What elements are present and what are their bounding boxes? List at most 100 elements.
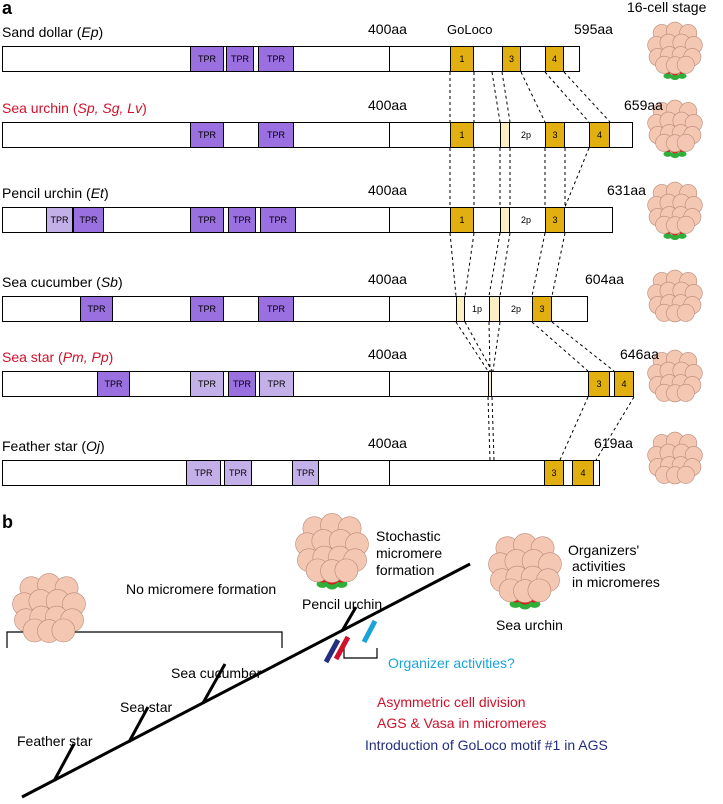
tpr-domain: TPR — [260, 207, 296, 233]
stochastic-label: Stochastic micromere formation — [376, 528, 442, 579]
sea-urchin-label: Sea urchin — [496, 617, 563, 633]
species-label-part: ) — [108, 349, 114, 365]
tpr-domain: TPR — [226, 46, 254, 72]
stochastic-line-2: micromere — [376, 545, 443, 561]
goloco-motif: 1 — [450, 46, 474, 72]
mark-goloco-intro — [323, 638, 341, 664]
species-label-part: Sea star ( — [2, 349, 63, 365]
embryo-cell — [527, 578, 552, 603]
tpr-domain: TPR — [186, 460, 221, 486]
position-400aa-label: 400aa — [368, 435, 407, 451]
organizers-label: Organizers' activities in micromeres — [568, 542, 660, 590]
position-400aa-tick — [389, 207, 390, 233]
micromere-green — [670, 152, 680, 159]
micromere-green — [670, 234, 680, 241]
goloco-label: GoLoco — [447, 22, 493, 37]
species-label: Sea urchin (Sp, Sg, Lv) — [2, 101, 147, 116]
species-label-part: ) — [142, 100, 147, 116]
embryo-cell — [676, 55, 695, 74]
branch-feather-star — [52, 743, 76, 782]
sea-cucumber-label: Sea cucumber — [171, 665, 262, 681]
tpr-domain: TPR — [190, 122, 224, 148]
embryo-no-micromere — [12, 573, 86, 643]
alignment-dashed-line — [551, 321, 615, 372]
embryo-cell — [334, 558, 359, 583]
protein-bar — [2, 371, 627, 397]
goloco-intro-label: Introduction of GoLoco motif #1 in AGS — [365, 737, 608, 753]
branch-sea-star — [127, 706, 150, 743]
embryo-cell — [676, 133, 695, 152]
alignment-dashed-line — [559, 396, 589, 461]
species-label-part: Sp, Sg, Lv — [77, 100, 143, 116]
goloco-motif: 3 — [545, 122, 565, 148]
species-label: Sea cucumber (Sb) — [2, 275, 123, 290]
micromere-green — [677, 73, 687, 79]
alignment-dashed-line — [544, 71, 590, 123]
position-400aa-tick — [389, 371, 390, 397]
alignment-dashed-line — [520, 71, 546, 123]
micromere-green — [670, 74, 680, 81]
tpr-domain: TPR — [228, 371, 256, 397]
alignment-dashed-line — [449, 232, 457, 297]
species-label-part: Pencil urchin ( — [2, 185, 91, 201]
alignment-dashed-line — [595, 396, 635, 461]
goloco-motif: 3 — [588, 371, 610, 397]
stage-header: 16-cell stage — [627, 0, 707, 15]
embryo-sand-dollar — [647, 21, 703, 81]
species-label: Feather star (Oj) — [2, 439, 105, 454]
species-label-part: Sea urchin ( — [2, 100, 78, 116]
mark-asymmetric-division — [333, 635, 351, 661]
alignment-dashed-line — [531, 321, 589, 372]
protein-length-label: 595aa — [574, 21, 613, 37]
tpr-domain: TPR — [258, 122, 294, 148]
position-400aa-label: 400aa — [368, 21, 407, 37]
embryo-feather-star — [647, 431, 703, 485]
ags-vasa-label: AGS & Vasa in micromeres — [377, 715, 547, 731]
embryo-sea-star — [647, 349, 703, 403]
protein-length-label: 619aa — [594, 435, 633, 451]
goloco-motif-label: 2p — [520, 130, 531, 140]
tpr-domain: TPR — [258, 296, 294, 322]
goloco-motif-label: 2p — [520, 215, 531, 225]
marker-bracket — [343, 648, 378, 659]
species-label: Sea star (Pm, Pp) — [2, 350, 113, 365]
tpr-domain: TPR — [190, 371, 224, 397]
outgroup-bracket — [6, 631, 283, 648]
embryo-pencil-urchin — [647, 181, 703, 241]
goloco-partial-motif — [500, 207, 510, 233]
alignment-dashed-line — [487, 396, 491, 461]
tpr-domain: TPR — [292, 460, 319, 486]
species-label-part: Feather star ( — [2, 438, 87, 454]
micromere-green — [677, 151, 687, 157]
alignment-dashed-line — [531, 232, 546, 297]
tree-trunk — [21, 562, 471, 799]
alignment-dashed-line — [464, 232, 475, 297]
goloco-partial-motif — [488, 371, 492, 397]
embryo-organizer — [488, 533, 562, 610]
goloco-motif: 3 — [545, 207, 565, 233]
goloco-motif-label: 2p — [510, 304, 521, 314]
goloco-motif: 1 — [450, 207, 474, 233]
embryo-cell — [676, 383, 695, 402]
embryo-sea-urchin — [647, 99, 703, 159]
tpr-domain: TPR — [190, 296, 224, 322]
species-label: Sand dollar (Ep) — [2, 25, 103, 40]
micromere-green — [663, 233, 673, 239]
organizers-line-1: Organizers' — [568, 542, 640, 558]
species-label-part: ) — [98, 24, 104, 40]
tpr-domain: TPR — [224, 460, 252, 486]
tpr-domain: TPR — [46, 207, 73, 233]
protein-length-label: 659aa — [624, 97, 663, 113]
embryo-sea-cucumber — [647, 269, 703, 323]
alignment-dashed-line — [488, 232, 501, 297]
species-label-part: Sand dollar ( — [2, 24, 82, 40]
organizer-question-label: Organizer activities? — [388, 655, 515, 671]
no-micromere-label: No micromere formation — [126, 581, 277, 597]
protein-length-label: 631aa — [607, 182, 646, 198]
alignment-dashed-line — [488, 321, 491, 372]
panel-b-letter: b — [2, 512, 13, 532]
goloco-motif: 3 — [502, 46, 521, 72]
species-label-part: Sb — [100, 274, 118, 290]
